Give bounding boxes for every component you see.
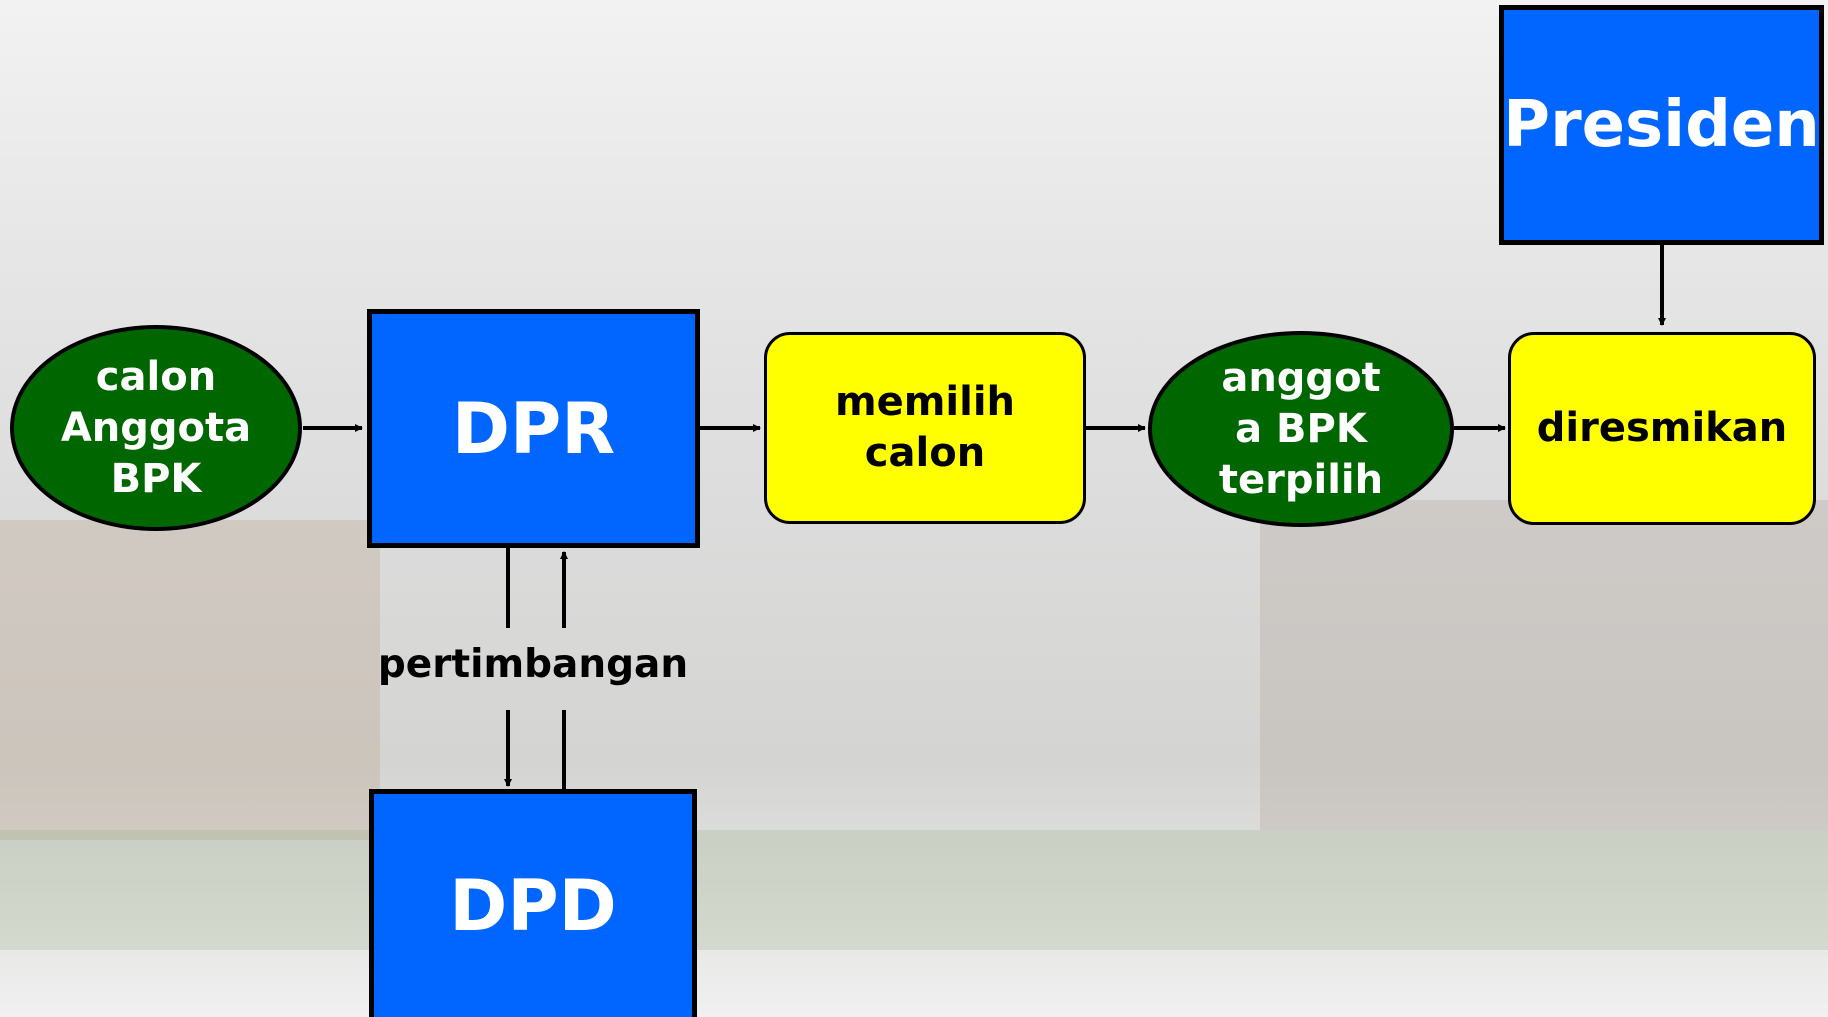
node-dpr: DPR: [367, 309, 700, 548]
node-dpr-text: DPR: [451, 387, 616, 470]
node-presiden-text: Presiden: [1503, 88, 1820, 162]
node-presiden: Presiden: [1499, 5, 1824, 245]
node-dpd: DPD: [369, 789, 697, 1017]
node-diresmikan-text: diresmikan: [1536, 405, 1788, 451]
node-calon-anggota-bpk: calon Anggota BPK: [10, 325, 302, 531]
node-memilih-calon-text: memilih calon: [834, 379, 1016, 476]
node-dpd-text: DPD: [449, 864, 617, 947]
node-anggota-bpk-terpilih: anggot a BPK terpilih: [1148, 331, 1454, 527]
building-left-faint: [0, 520, 380, 840]
node-memilih-calon: memilih calon: [764, 332, 1086, 524]
label-pertimbangan: pertimbangan: [377, 642, 689, 687]
node-calon-anggota-bpk-text: calon Anggota BPK: [60, 353, 252, 502]
grass-faint: [0, 830, 1828, 950]
node-anggota-bpk-terpilih-text: anggot a BPK terpilih: [1218, 354, 1384, 503]
node-diresmikan: diresmikan: [1508, 332, 1816, 525]
building-right-faint: [1260, 500, 1828, 830]
